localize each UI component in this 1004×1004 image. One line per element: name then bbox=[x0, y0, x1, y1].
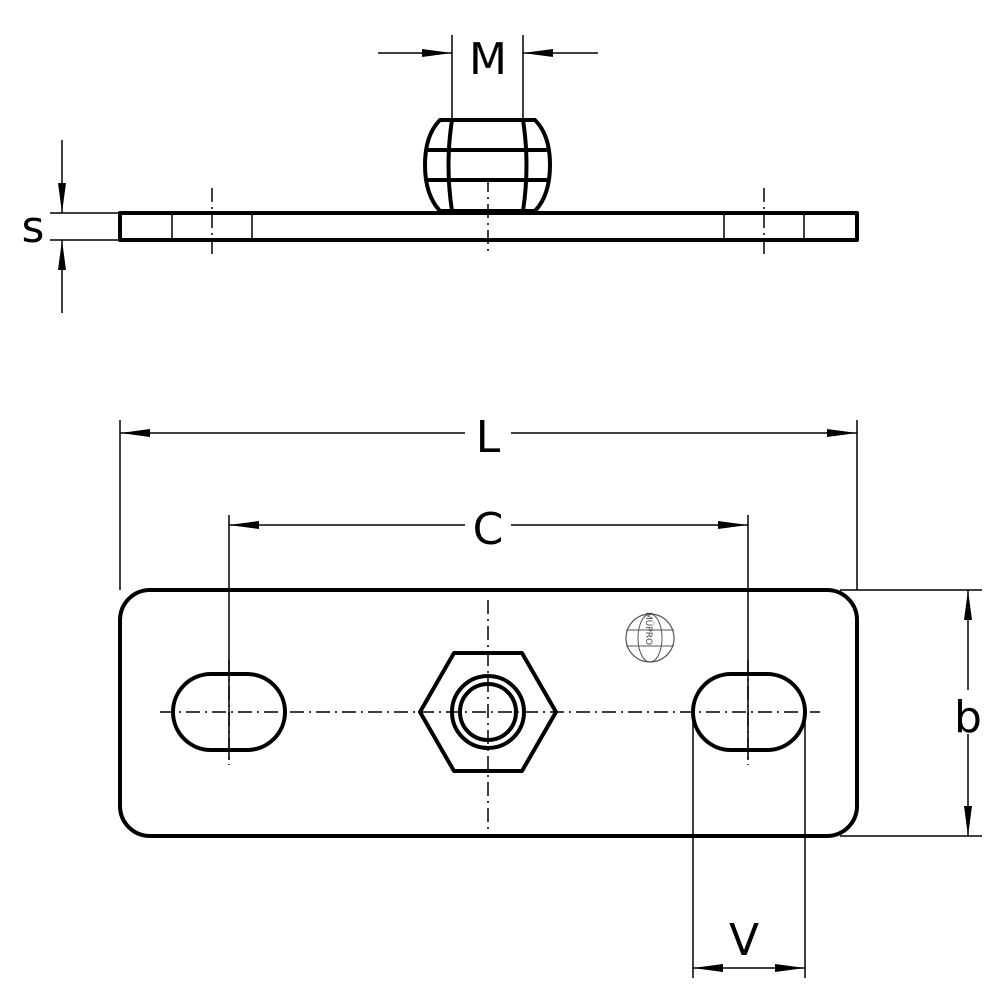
label-backdrop bbox=[465, 415, 511, 455]
dim-label-M: M bbox=[469, 34, 507, 85]
side-view: M s bbox=[22, 34, 859, 313]
dim-label-L: L bbox=[476, 412, 501, 463]
label-backdrop bbox=[465, 505, 511, 545]
muepro-logo: MÜPRO bbox=[625, 612, 675, 663]
plate-top bbox=[118, 588, 859, 838]
dim-label-C: C bbox=[473, 504, 504, 555]
dim-label-b: b bbox=[954, 692, 982, 743]
label-backdrop bbox=[948, 690, 988, 734]
nut-side bbox=[423, 118, 552, 213]
dim-label-s: s bbox=[22, 202, 45, 253]
svg-text:MÜPRO: MÜPRO bbox=[643, 612, 654, 645]
dim-label-V: V bbox=[729, 915, 759, 966]
hole-lines bbox=[171, 213, 805, 240]
dimension-lines bbox=[50, 35, 598, 313]
dimension-lines bbox=[119, 420, 982, 978]
top-view: MÜPRO L C b V bbox=[118, 412, 988, 978]
